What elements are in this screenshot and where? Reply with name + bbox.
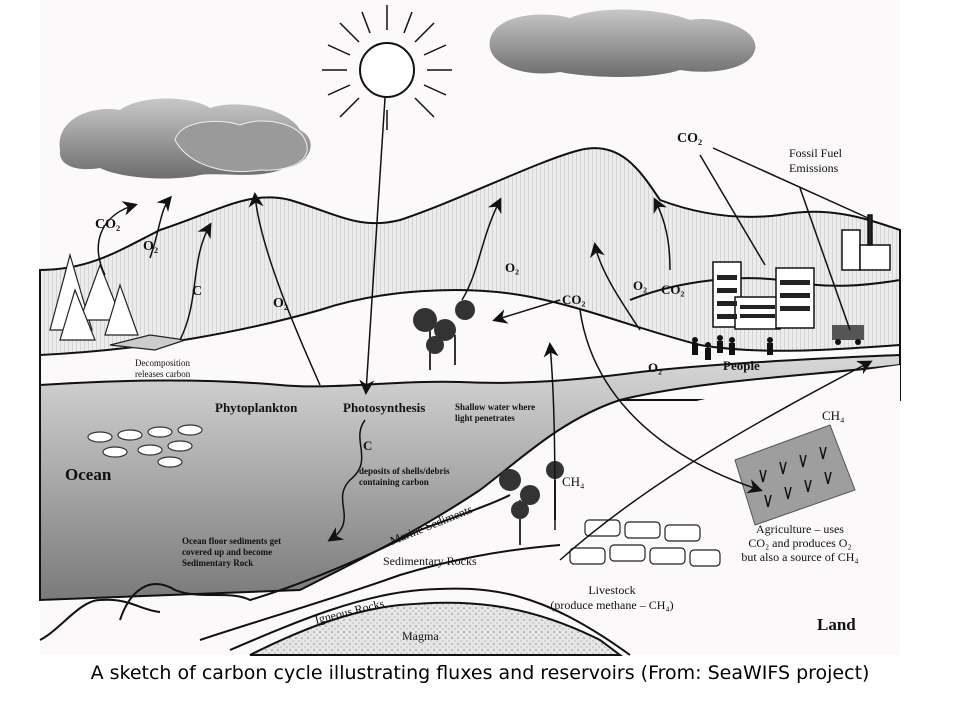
label-land: Land: [817, 615, 856, 634]
flux-arrows: [97, 97, 873, 561]
label-o2-trees: O₂: [505, 260, 519, 275]
label-floor-1: Ocean floor sediments get: [182, 536, 281, 546]
label-ocean: Ocean: [65, 465, 112, 484]
label-shallow-2: light penetrates: [455, 413, 515, 423]
carbon-deposit-arrow: [327, 419, 366, 542]
sedimentary-rocks-boundary: [199, 544, 561, 641]
ocean: [39, 353, 901, 602]
label-ch4-agriculture: CH₄: [822, 408, 845, 423]
label-o2-forest: O₂: [143, 239, 158, 254]
label-o2-people: O₂: [648, 360, 662, 375]
fossil-line-1: [699, 154, 766, 266]
igneous-rocks-boundary: [229, 587, 631, 656]
land-lower: [300, 365, 900, 655]
label-co2-top: CO₂: [677, 131, 702, 146]
label-floor-3: Sedimentary Rock: [182, 558, 253, 568]
label-ch4-livestock: CH₄: [562, 474, 585, 489]
label-photosynthesis: Photosynthesis: [343, 400, 425, 415]
label-agriculture-1: Agriculture – uses: [756, 522, 844, 536]
cloud-left: [59, 98, 311, 179]
label-co2-forest: CO₂: [95, 217, 120, 232]
marine-sediments-boundary: [119, 494, 511, 621]
city-buildings-icon: [712, 214, 891, 330]
label-c-land: C: [192, 284, 202, 299]
label-agriculture-2: CO₂ and produces O₂: [748, 536, 851, 550]
label-co2-city: CO₂: [661, 282, 685, 297]
figure-caption: A sketch of carbon cycle illustrating fl…: [90, 662, 870, 684]
co2-city-arrow: [653, 197, 671, 271]
label-people: People: [723, 358, 760, 373]
co2-arrow: [97, 201, 138, 276]
land-arrow: [559, 360, 873, 561]
label-phytoplankton: Phytoplankton: [215, 400, 298, 415]
o2-ocean-arrow: [248, 192, 321, 386]
magma: [249, 601, 623, 656]
agriculture-arrow: [579, 309, 763, 494]
label-c-deposit: C: [363, 438, 372, 453]
people-icon: [692, 335, 773, 360]
fossil-line-2: [712, 147, 869, 219]
label-floor-2: covered up and become: [182, 547, 272, 557]
label-deposits-2: containing carbon: [359, 477, 429, 487]
co2-trees-arrow: [492, 299, 561, 324]
forest-icon: [49, 252, 186, 351]
fossil-line-3: [799, 187, 851, 331]
label-fossil-1: Fossil Fuel: [789, 146, 843, 160]
label-livestock-1: Livestock: [588, 583, 635, 597]
label-co2-trees: CO₂: [562, 292, 586, 307]
label-sedimentary-rocks: Sedimentary Rocks: [383, 554, 477, 568]
sunlight-arrow: [359, 97, 386, 395]
label-livestock-2: (produce methane – CH₄): [550, 598, 673, 612]
label-o2-city: O₂: [633, 278, 647, 293]
label-decomposition-1: Decomposition: [135, 358, 190, 368]
label-magma: Magma: [402, 629, 439, 643]
label-decomposition-2: releases carbon: [135, 369, 191, 379]
cloud-right: [489, 9, 756, 78]
label-shallow-1: Shallow water where: [455, 402, 535, 412]
label-deposits-1: deposits of shells/debris: [359, 466, 450, 476]
label-fossil-2: Emissions: [789, 161, 839, 175]
carbon-cycle-diagram: CO₂ O₂ C O₂ Decomposition releases carbo…: [39, 5, 901, 656]
fish-school-icon: [87, 424, 203, 468]
o2-trees-arrow: [461, 197, 502, 301]
label-o2-ocean: O₂: [273, 296, 288, 311]
o2-arrow: [149, 195, 172, 259]
o2-city-arrow: [590, 242, 641, 331]
trees-icon: [413, 300, 475, 370]
label-agriculture-3: but also a source of CH₄: [741, 550, 858, 564]
ch4-arrow: [543, 342, 559, 531]
c-arrow: [179, 222, 212, 341]
truck-icon: [832, 325, 864, 345]
agriculture-field-icon: [734, 424, 856, 526]
sun-icon: [322, 5, 452, 130]
rock-outline: [39, 598, 161, 641]
